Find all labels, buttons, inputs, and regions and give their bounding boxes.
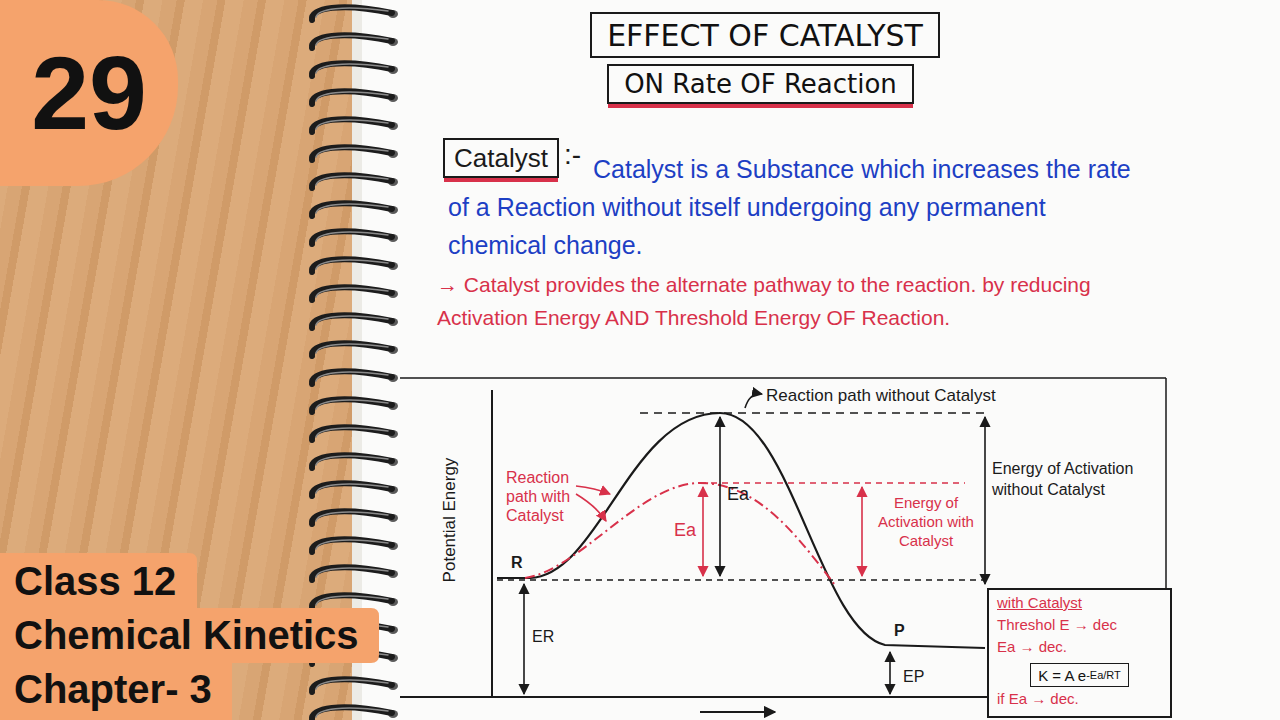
subtitle-box: ON Rate OF Reaction <box>607 64 914 104</box>
curve-label: Reaction path without Catalyst <box>766 386 996 406</box>
reactant-level <box>497 579 985 580</box>
axis-label: Potential Energy <box>440 458 460 583</box>
separator-mark: :- <box>564 139 581 171</box>
axis-arrow <box>700 711 775 713</box>
y-axis <box>491 390 493 697</box>
dimension-label: Energy of Activation without Catalyst <box>992 458 1160 500</box>
activation-arrow <box>984 417 986 584</box>
title-text: EFFECT OF CATALYST <box>607 18 923 53</box>
x-axis <box>400 696 987 698</box>
term-text: Catalyst <box>454 143 548 174</box>
subtitle-text: ON Rate OF Reaction <box>624 69 897 99</box>
energy-symbol: EP <box>903 668 924 686</box>
formula-exponent: -Ea/RT <box>1086 669 1121 681</box>
frame-line <box>400 378 1166 588</box>
banner-text: Class 12 <box>14 557 176 605</box>
summary-heading: with Catalyst <box>997 594 1082 611</box>
energy-arrow <box>523 584 525 694</box>
summary-line: Threshol E → dec <box>997 616 1117 633</box>
leader-arrow <box>576 486 610 494</box>
uncatalysed-curve <box>497 413 985 648</box>
catalyst-peak-level <box>700 482 965 483</box>
activation-arrow <box>719 417 721 576</box>
point-label: R <box>511 554 523 572</box>
leader-arrow <box>745 394 762 408</box>
dimension-label: Energy of Activation with Catalyst <box>874 493 978 550</box>
summary-line: Ea → dec. <box>997 638 1067 655</box>
leader-arrow <box>576 494 606 521</box>
formula-text: K = A e <box>1038 667 1086 684</box>
definition-text: Catalyst is a Substance which increases … <box>448 150 1138 264</box>
point-label: P <box>894 622 905 640</box>
curve-label: Reaction path with Catalyst <box>506 468 588 525</box>
banner-fill <box>0 553 379 720</box>
title-box: EFFECT OF CATALYST <box>590 12 940 58</box>
paper <box>352 0 1280 720</box>
banner-text: Chapter- 3 <box>14 665 212 713</box>
term-box: Catalyst <box>443 138 559 178</box>
summary-line: if Ea → dec. <box>997 690 1079 707</box>
note-text: → Catalyst provides the alternate pathwa… <box>437 268 1137 334</box>
energy-symbol: ER <box>532 628 554 646</box>
catalysed-curve <box>525 483 835 585</box>
energy-symbol: Ea <box>674 520 696 541</box>
chapter-number: 29 <box>31 34 147 153</box>
activation-arrow <box>861 487 863 576</box>
banner-text: Chemical Kinetics <box>14 611 359 659</box>
energy-symbol: Ea <box>727 484 749 505</box>
activation-arrow <box>702 487 704 576</box>
formula-box: K = A e-Ea/RT <box>1030 663 1129 687</box>
peak-level <box>640 412 985 413</box>
energy-arrow <box>889 652 891 694</box>
chapter-badge: 29 <box>0 0 178 186</box>
summary-box: with CatalystThreshol E → dec Ea → dec. if… <box>987 588 1172 718</box>
